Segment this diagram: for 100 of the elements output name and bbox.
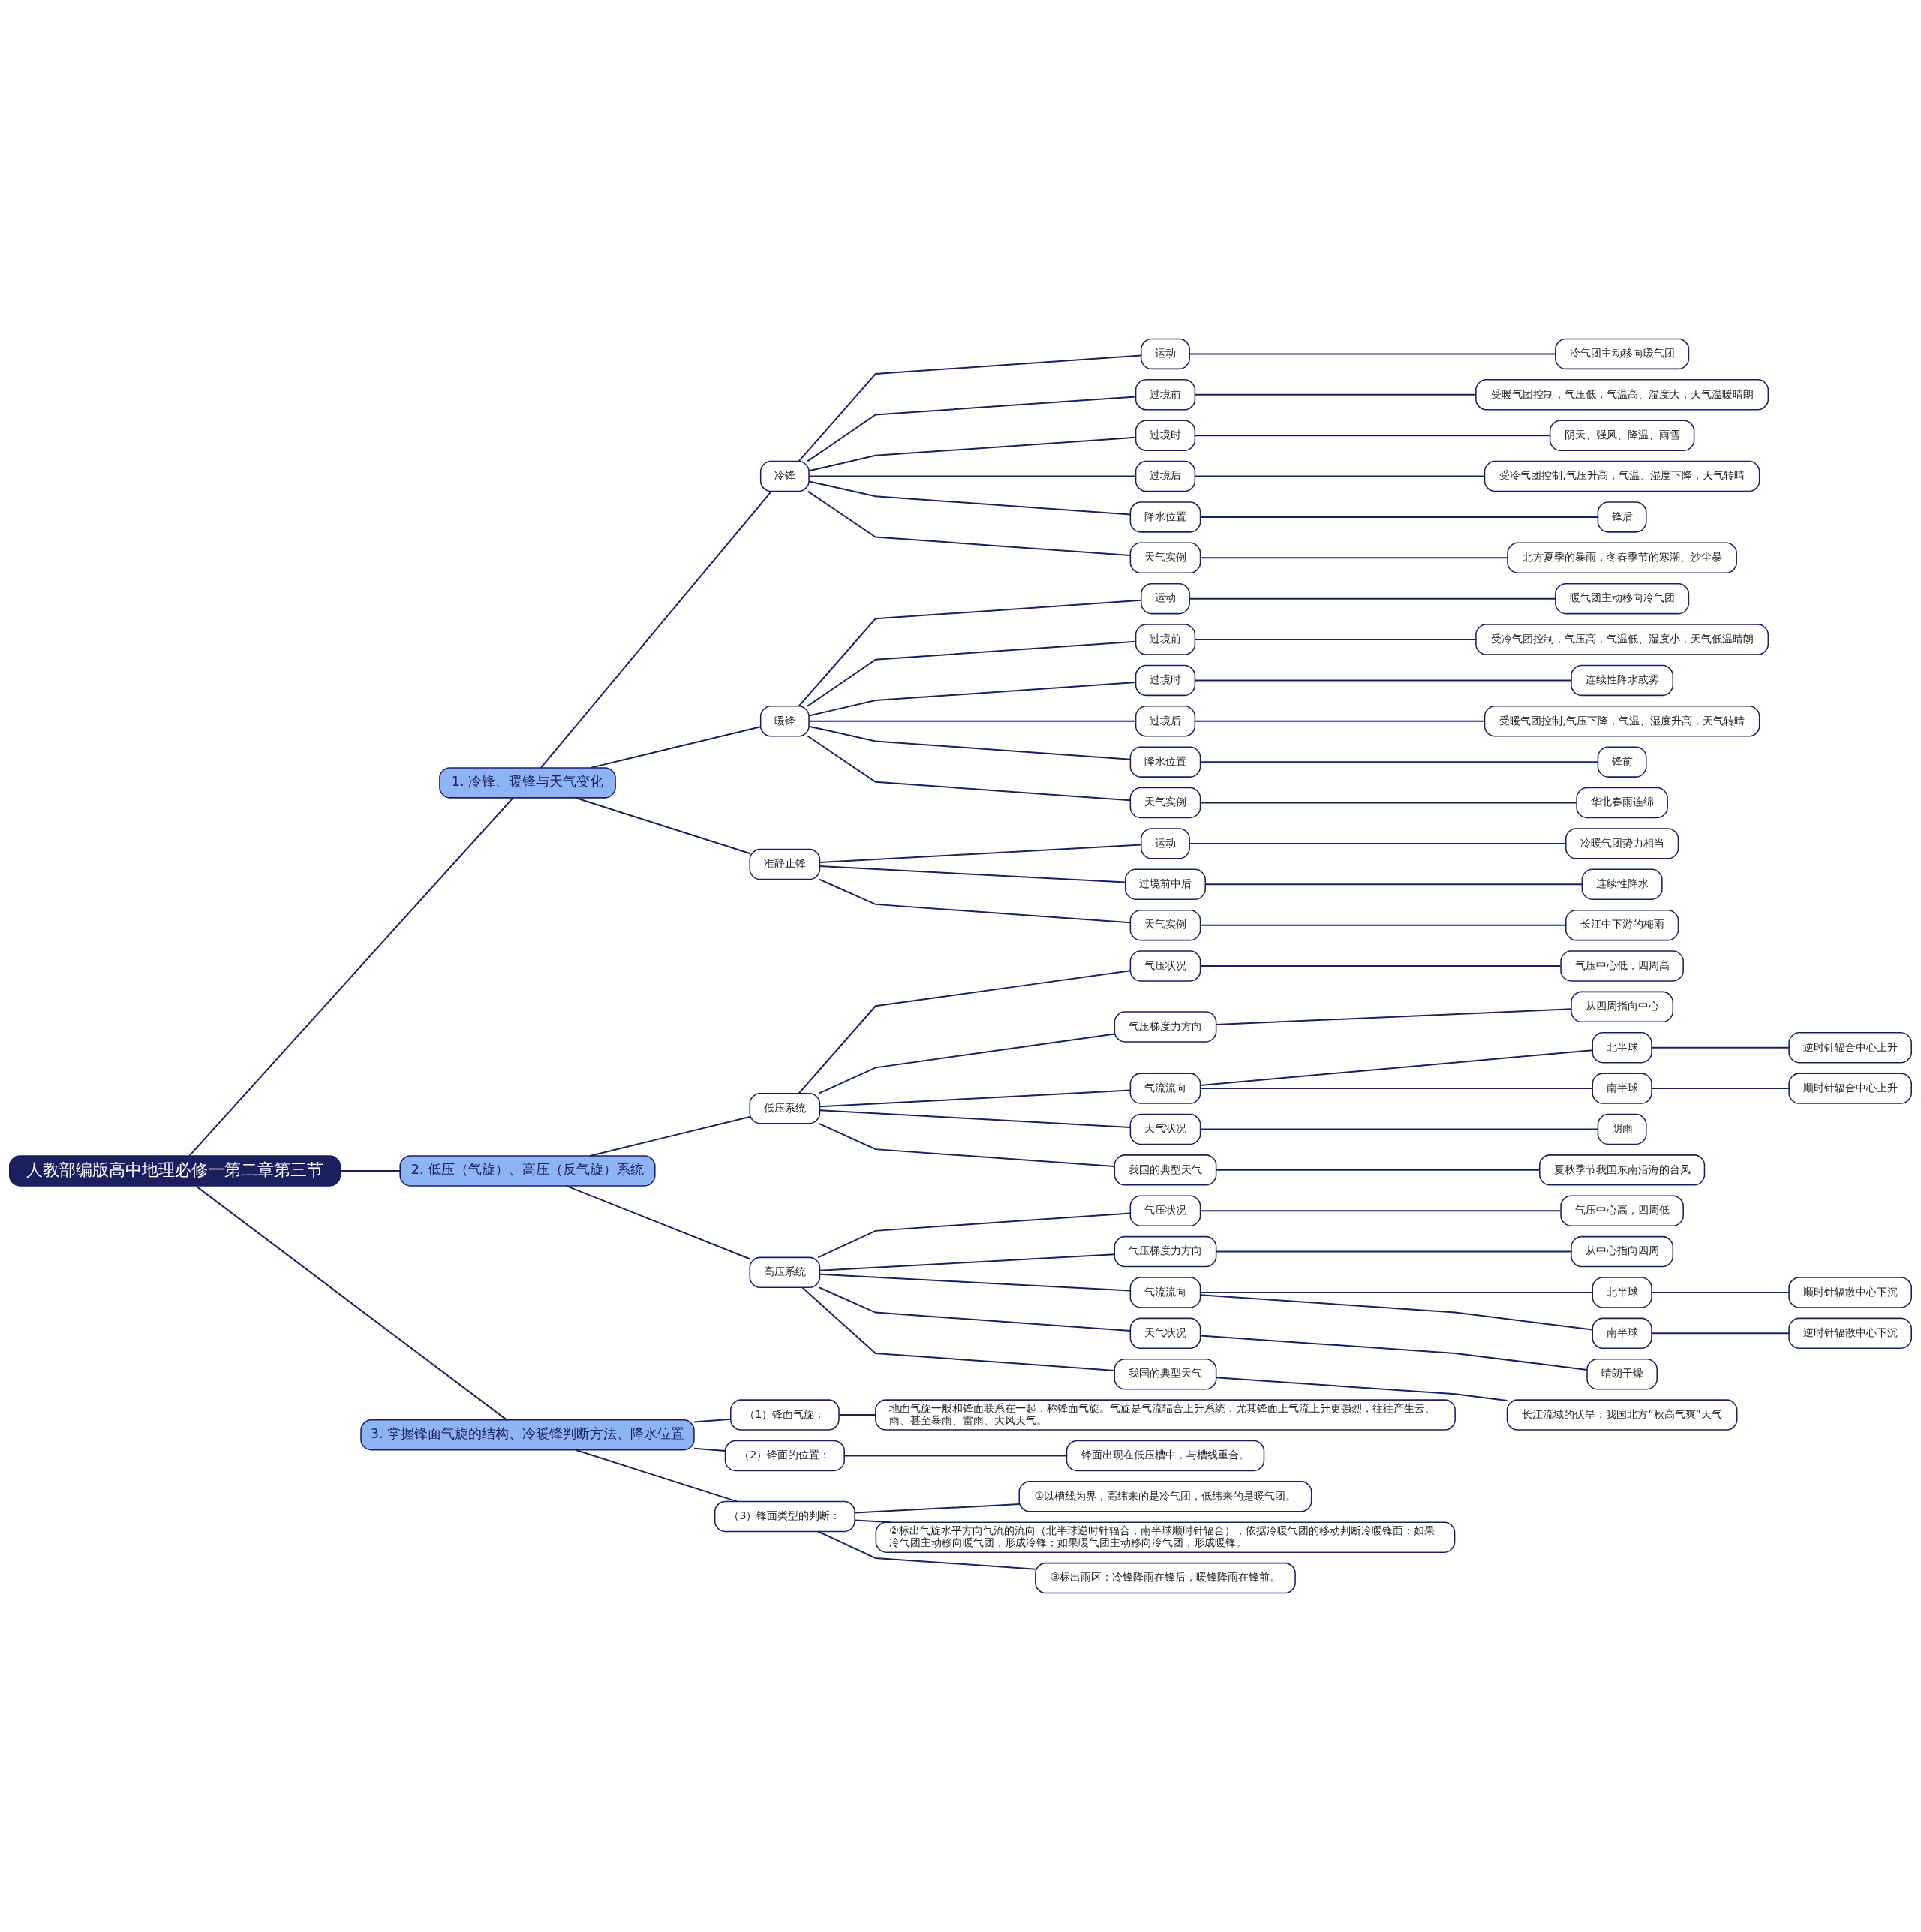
node-box: 北半球 xyxy=(1592,1277,1652,1308)
node-box: 过境前中后 xyxy=(1124,868,1206,900)
connector xyxy=(808,480,1132,516)
connector xyxy=(693,1447,726,1452)
node-box: 逆时针辐合中心上升 xyxy=(1788,1032,1912,1064)
connector xyxy=(1215,1169,1541,1171)
connector xyxy=(1199,1088,1593,1090)
node-box: 降水位置 xyxy=(1129,746,1201,778)
connector xyxy=(195,1185,508,1421)
node-box: （3）锋面类型的判断： xyxy=(714,1500,855,1533)
node-box: 天气实例 xyxy=(1129,787,1201,819)
connector xyxy=(589,1115,750,1157)
node-box: ②标出气旋水平方向气流的流向（北半球逆时针辐合，南半球顺时针辐合），依据冷暖气团的移动判断冷暖锋面：如果冷气团主动移向暖气团，形成冷锋；如果暖气团主动移向冷气团，形成暖锋。 xyxy=(875,1521,1456,1553)
connector xyxy=(807,735,1132,802)
node-box: 过境后 xyxy=(1135,706,1196,737)
node-box: 3. 掌握锋面气旋的结构、冷暖锋判断方法、降水位置 xyxy=(360,1419,695,1451)
node-box: 气压梯度力方向 xyxy=(1114,1011,1217,1043)
connector xyxy=(1194,639,1477,640)
connector xyxy=(1194,475,1486,477)
connector xyxy=(1215,1250,1572,1253)
node-box: 过境前 xyxy=(1135,379,1196,411)
node-box: 冷暖气团势力相当 xyxy=(1565,828,1679,859)
node-box: 运动 xyxy=(1141,828,1190,859)
connector xyxy=(1199,761,1599,763)
connector xyxy=(1199,1128,1599,1130)
connector xyxy=(540,490,772,769)
connector xyxy=(1194,393,1477,396)
node-box: 长江中下游的梅雨 xyxy=(1565,909,1679,941)
connector xyxy=(808,682,1137,717)
connector xyxy=(1651,1332,1790,1335)
node-box: 暖气团主动移向冷气团 xyxy=(1555,582,1690,615)
node-box: 降水位置 xyxy=(1129,501,1201,533)
connector xyxy=(1199,516,1599,518)
connector xyxy=(843,1455,1068,1457)
connector xyxy=(565,1184,751,1260)
node-box: 气压状况 xyxy=(1129,950,1201,982)
connector xyxy=(1189,597,1556,600)
node-box: 华北春雨连绵 xyxy=(1576,787,1668,819)
connector xyxy=(838,1414,876,1416)
connector xyxy=(798,599,1142,707)
connector xyxy=(1199,1210,1562,1212)
node-box: 北半球 xyxy=(1592,1032,1652,1064)
node-box: 暖锋 xyxy=(759,706,810,737)
node-box: 天气状况 xyxy=(1129,1113,1201,1145)
node-box: （2）锋面的位置： xyxy=(724,1440,845,1472)
node-box: 准静止锋 xyxy=(749,848,821,880)
node-box: 逆时针辐散中心下沉 xyxy=(1788,1317,1912,1350)
connector xyxy=(1199,1335,1588,1371)
connector xyxy=(819,844,1142,864)
node-box: 天气状况 xyxy=(1129,1317,1201,1350)
connector xyxy=(818,1033,1116,1094)
connector xyxy=(1199,1292,1593,1293)
connector xyxy=(575,1449,738,1503)
connector xyxy=(1189,353,1556,355)
connector xyxy=(1215,1377,1508,1401)
connector xyxy=(1199,802,1577,804)
node-box: 天气实例 xyxy=(1129,909,1201,941)
node-box: 气流流向 xyxy=(1129,1277,1201,1308)
connector xyxy=(590,726,762,769)
connector xyxy=(1194,720,1486,722)
connector xyxy=(854,1519,892,1524)
node-box: 气压中心低，四周高 xyxy=(1560,950,1684,982)
connector xyxy=(818,1122,1116,1168)
connector xyxy=(819,1109,1132,1128)
connector xyxy=(807,640,1137,707)
node-box: 夏秋季节我国东南沿海的台风 xyxy=(1539,1154,1706,1186)
node-box: 天气实例 xyxy=(1129,542,1201,574)
node-box: 气压梯度力方向 xyxy=(1114,1235,1217,1268)
node-box: 连续性降水 xyxy=(1581,868,1663,900)
connector xyxy=(1651,1292,1790,1293)
node-box: 阴天、强风、降温、雨雪 xyxy=(1549,420,1695,451)
node-box: 冷锋 xyxy=(759,460,810,492)
connector xyxy=(575,796,751,855)
connector xyxy=(1199,1049,1593,1087)
connector xyxy=(819,1253,1115,1271)
connector xyxy=(693,1418,732,1423)
node-box: 南半球 xyxy=(1592,1317,1652,1350)
connector xyxy=(819,1089,1132,1108)
connector xyxy=(854,1503,1021,1514)
connector xyxy=(1651,1088,1790,1090)
node-box: 过境后 xyxy=(1135,460,1196,492)
node-box: 锋后 xyxy=(1597,501,1647,533)
connector xyxy=(1199,924,1567,926)
connector xyxy=(1651,1046,1790,1049)
node-box: 长江流域的伏旱；我国北方“秋高气爽”天气 xyxy=(1506,1399,1738,1431)
connector xyxy=(819,1273,1132,1292)
connector xyxy=(807,396,1137,462)
connector xyxy=(1194,435,1551,437)
node-box: 气压中心高，四周低 xyxy=(1560,1195,1684,1226)
node-box: 受暖气团控制，气压低，气温高、湿度大，天气温暖晴朗 xyxy=(1475,379,1769,411)
connector xyxy=(819,865,1126,883)
node-box: 顺时针辐散中心下沉 xyxy=(1788,1277,1912,1308)
connector xyxy=(807,490,1132,556)
connector xyxy=(808,725,1132,760)
connector xyxy=(798,970,1132,1094)
node-box: 阴雨 xyxy=(1597,1113,1647,1145)
node-box: 我国的典型天气 xyxy=(1114,1154,1217,1186)
node-box: 过境前 xyxy=(1135,624,1196,655)
node-box: 2. 低压（气旋）、高压（反气旋）系统 xyxy=(399,1155,656,1187)
node-box: 顺时针辐合中心上升 xyxy=(1788,1073,1912,1104)
